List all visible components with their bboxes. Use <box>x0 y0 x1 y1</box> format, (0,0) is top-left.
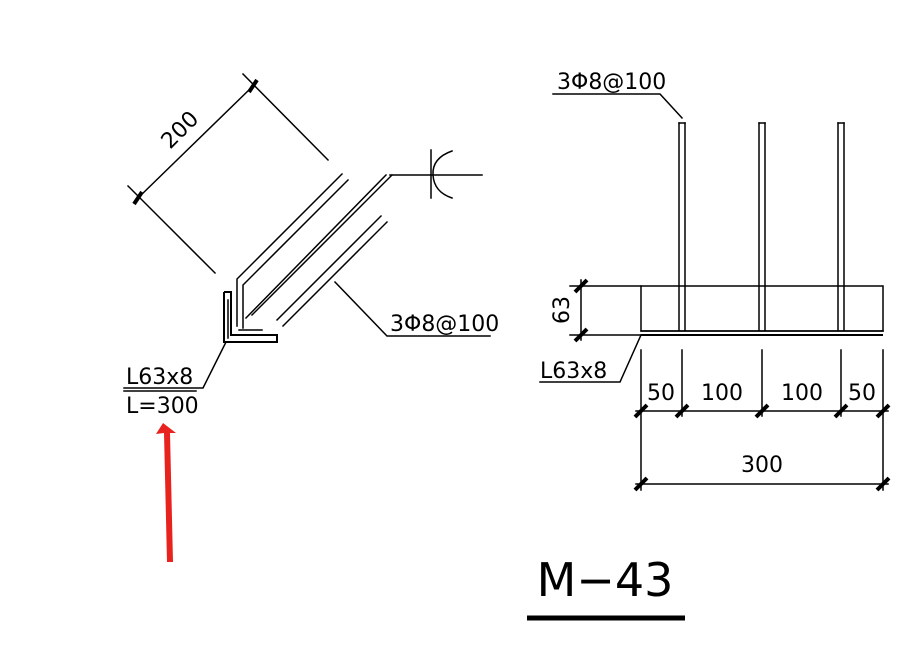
drawing-title-block: M−43 <box>527 553 685 621</box>
diagonal-dimension: 200 <box>126 72 330 275</box>
right-rebar-leader: 3Φ8@100 <box>552 70 684 120</box>
spacing-dim-3: 100 <box>781 381 823 406</box>
angle-plate <box>640 285 884 336</box>
right-angle-leader: L63x8 <box>539 334 642 384</box>
spacing-dim-1: 50 <box>647 381 675 406</box>
weld-symbol <box>389 149 483 199</box>
height-dimension: 63 <box>550 278 642 343</box>
height-dimension-label: 63 <box>550 296 575 324</box>
diagonal-dimension-label: 200 <box>157 107 204 154</box>
left-angle-label: L63x8 <box>126 365 193 390</box>
rebar-leader: 3Φ8@100 <box>333 280 499 337</box>
left-length-label: L=300 <box>126 394 199 419</box>
angle-leader: L63x8 L=300 <box>123 340 228 419</box>
right-elevation-detail: 3Φ8@100 63 <box>539 70 891 492</box>
left-rebar-label: 3Φ8@100 <box>390 312 499 337</box>
overall-dim-label: 300 <box>741 453 783 478</box>
angle-section <box>223 291 278 343</box>
annotation-arrow <box>156 423 176 562</box>
right-angle-label: L63x8 <box>540 359 607 384</box>
right-rebar-label: 3Φ8@100 <box>557 70 666 95</box>
drawing-title: M−43 <box>537 553 674 607</box>
vertical-rebars <box>678 122 845 331</box>
spacing-dimensions: 50 100 100 50 <box>633 349 891 491</box>
spacing-dim-4: 50 <box>848 381 876 406</box>
overall-dimension: 300 <box>633 453 891 492</box>
left-section-detail: 200 3Φ8@100 <box>123 72 499 562</box>
spacing-dim-2: 100 <box>701 381 743 406</box>
rebar-bars <box>236 172 394 329</box>
